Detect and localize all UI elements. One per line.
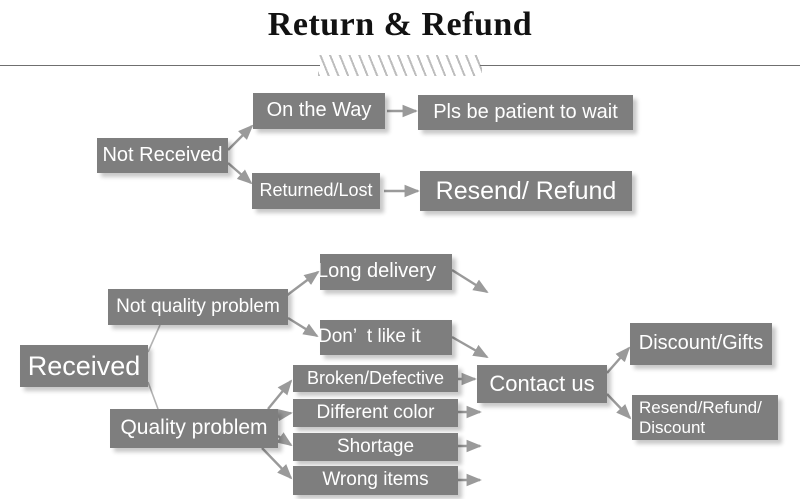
node-different-color[interactable]: Different color [293, 399, 458, 427]
node-dont-like-it[interactable]: Don’ t like it [320, 320, 452, 355]
page-title: Return & Refund [267, 6, 533, 43]
edge-not-quality-long-delivery [285, 270, 320, 297]
edge-not-received-on-the-way [227, 124, 254, 151]
divider-rule-left [0, 65, 320, 66]
edge-received-quality [147, 381, 159, 410]
node-quality-problem[interactable]: Quality problem [110, 409, 278, 448]
edge-long-delivery-contact-us [451, 268, 489, 294]
node-broken-defective[interactable]: Broken/Defective [293, 365, 458, 392]
edge-dont-like-contact-us [451, 335, 489, 359]
node-received[interactable]: Received [20, 345, 148, 387]
divider-rule-right [480, 65, 800, 66]
node-not-quality-problem[interactable]: Not quality problem [108, 289, 288, 325]
node-shortage[interactable]: Shortage [293, 433, 458, 461]
node-long-delivery[interactable]: Long delivery [320, 254, 452, 290]
edge-quality-shortage [276, 432, 293, 447]
node-on-the-way[interactable]: On the Way [253, 93, 385, 129]
edge-not-received-returned-lost [227, 162, 253, 185]
edge-quality-diff-color [276, 408, 293, 422]
diagonal-hatch-icon [318, 55, 482, 76]
node-wrong-items[interactable]: Wrong items [293, 466, 458, 495]
node-discount-gifts[interactable]: Discount/Gifts [630, 323, 772, 365]
edge-quality-broken [267, 379, 293, 410]
node-returned-lost[interactable]: Returned/Lost [252, 173, 380, 209]
edge-quality-wrong-items [261, 447, 293, 480]
edge-contact-us-discount-gifts [606, 346, 631, 374]
decorative-divider [0, 55, 800, 77]
node-pls-be-patient[interactable]: Pls be patient to wait [418, 95, 633, 130]
node-not-received[interactable]: Not Received [97, 138, 228, 173]
node-contact-us[interactable]: Contact us [477, 365, 607, 403]
edge-received-not-quality [147, 324, 161, 353]
node-resend-refund[interactable]: Resend/ Refund [420, 171, 632, 211]
node-resend-refund-discount[interactable]: Resend/Refund/ Discount [632, 395, 778, 440]
edge-not-quality-dont-like [287, 316, 319, 338]
edge-contact-us-resend-discount [606, 393, 632, 420]
